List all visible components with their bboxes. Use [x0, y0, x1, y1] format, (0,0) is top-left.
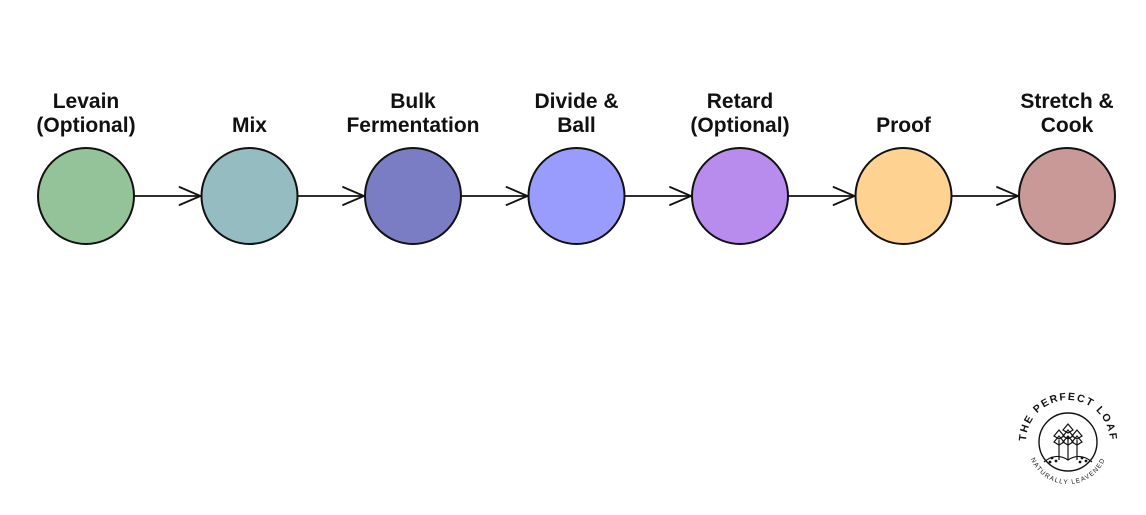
arrow-4-to-5 — [623, 186, 694, 206]
nodes — [37, 147, 1116, 245]
step-label-5: Retard (Optional) — [690, 90, 790, 137]
arrow-6-to-7 — [950, 186, 1021, 206]
arrow-3-to-4 — [460, 186, 530, 206]
step-node-3 — [364, 147, 462, 245]
step-label-7: Stretch & Cook — [1020, 90, 1114, 137]
arrow-5-to-6 — [787, 186, 857, 206]
step-node-2 — [200, 147, 299, 245]
wheat-icon — [1043, 423, 1093, 464]
logo-arc-top: THE PERFECT LOAF — [1017, 391, 1118, 442]
step-node-6 — [854, 147, 953, 245]
step-node-7 — [1018, 147, 1116, 245]
step-label-1: Levain (Optional) — [36, 90, 136, 137]
svg-text:THE PERFECT LOAF: THE PERFECT LOAF — [1017, 391, 1119, 442]
step-node-1 — [37, 147, 135, 245]
step-node-4 — [527, 147, 626, 245]
arrow-2-to-3 — [296, 186, 367, 206]
step-label-2: Mix — [231, 114, 267, 137]
arrow-1-to-2 — [133, 186, 203, 206]
the-perfect-loaf-logo: THE PERFECT LOAF NATURALLY LEAVENED — [1017, 391, 1119, 486]
step-label-4: Divide & Ball — [534, 90, 619, 137]
step-label-3: Bulk Fermentation — [346, 90, 480, 137]
step-label-6: Proof — [876, 114, 931, 137]
step-node-5 — [691, 147, 789, 245]
